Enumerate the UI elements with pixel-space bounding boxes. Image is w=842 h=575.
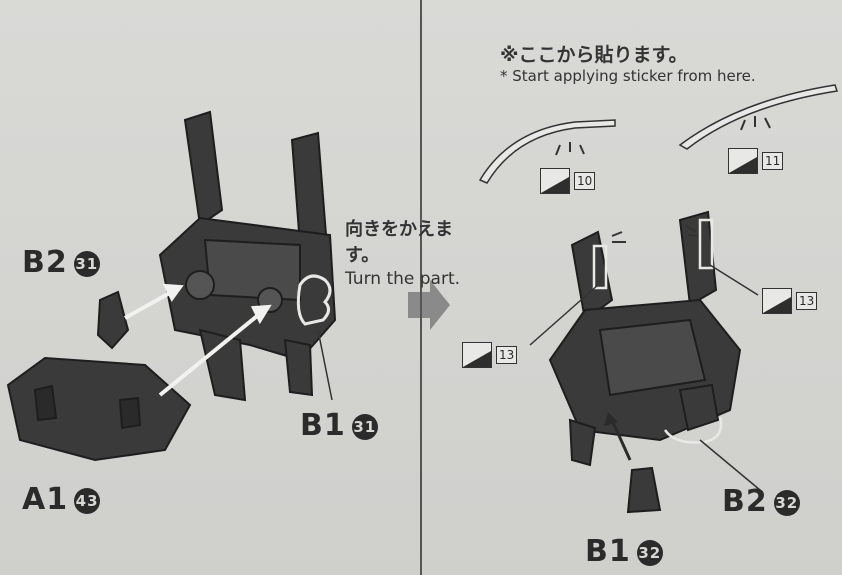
turn-note: 向きをかえます。 Turn the part. [345,215,485,289]
sticker-callout-10: 10 [540,168,596,194]
leader-lines-right [529,264,761,491]
turn-arrow [408,280,450,330]
start-note-en: * Start applying sticker from here. [500,67,756,85]
sticker-icon [728,148,758,174]
clip-outline-b1-left [296,274,332,326]
part-a1-left [6,356,192,462]
turn-note-jp: 向きをかえます。 [345,219,453,266]
part-b2-left [96,290,130,350]
sticker-callout-13-right: 13 [762,288,818,314]
start-note-jp: ※ここから貼ります。 [500,44,688,66]
sticker-icon [462,342,492,368]
sparkle-marks [555,116,771,243]
sticker-callout-13-left: 13 [462,342,518,368]
leader-b1-left [317,329,333,401]
turn-note-en: Turn the part. [345,269,461,289]
sticker-icon [540,168,570,194]
sticker-strips [478,84,838,184]
start-note: ※ここから貼ります。 * Start applying sticker from… [500,40,756,85]
assembly-arrows-left [124,283,272,397]
insert-arrow-right [604,412,632,461]
sticker-callout-11: 11 [728,148,784,174]
panel-divider [420,0,422,575]
sticker-icon [762,288,792,314]
sticker-outlines-right [592,218,723,444]
part-b1-right [626,466,662,514]
frame-part-right [548,210,742,467]
frame-part-left [158,110,337,402]
